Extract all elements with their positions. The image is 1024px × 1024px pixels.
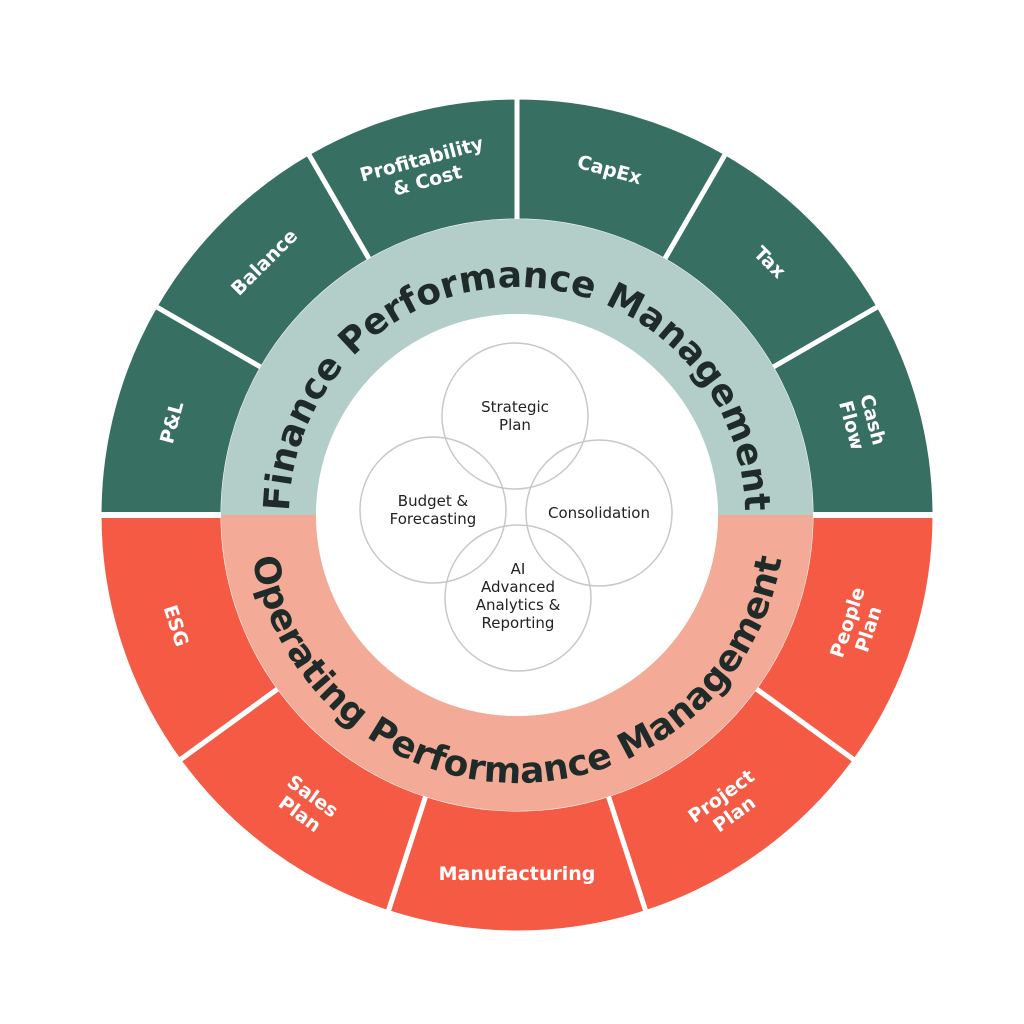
core-label-line: Analytics &: [476, 596, 561, 614]
core-label-line: Advanced: [481, 578, 555, 596]
core-circle-label: Budget &Forecasting: [390, 492, 477, 528]
segment-label: Manufacturing: [439, 863, 596, 885]
finance-segment-balance[interactable]: Balance: [151, 149, 374, 372]
segment-label-line: Manufacturing: [439, 863, 596, 885]
divider-right: [811, 512, 937, 518]
core-circle-outline: [441, 342, 589, 490]
core-label-line: AI: [511, 560, 526, 578]
finance-inner-band: [221, 219, 813, 515]
core-circle-outline: [444, 524, 592, 672]
finance-segment-profitability-cost[interactable]: Profitability& Cost: [304, 94, 520, 264]
core-circle-budget-forecasting[interactable]: [359, 436, 507, 584]
core-circle-strategic-plan[interactable]: [441, 342, 589, 490]
core-label-line: Forecasting: [390, 510, 477, 528]
core-label-line: Consolidation: [548, 504, 650, 522]
divider-left: [97, 512, 223, 518]
core-label-line: Strategic: [481, 398, 549, 416]
operating-inner-band: [221, 515, 813, 811]
core-circle-outline: [525, 439, 673, 587]
core-label-line: Budget &: [398, 492, 469, 510]
core-label-line: Reporting: [482, 614, 555, 632]
center-disc: [316, 314, 718, 716]
core-circle-consolidation[interactable]: [525, 439, 673, 587]
operating-segment-manufacturing[interactable]: Manufacturing: [384, 791, 650, 936]
middle-ring: [221, 219, 813, 811]
core-label-line: Plan: [499, 416, 531, 434]
core-circle-outline: [359, 436, 507, 584]
core-circle-label: Consolidation: [548, 504, 650, 522]
core-circle-ai-analytics-reporting[interactable]: [444, 524, 592, 672]
operating-segment-project-plan[interactable]: ProjectPlan: [604, 684, 859, 916]
